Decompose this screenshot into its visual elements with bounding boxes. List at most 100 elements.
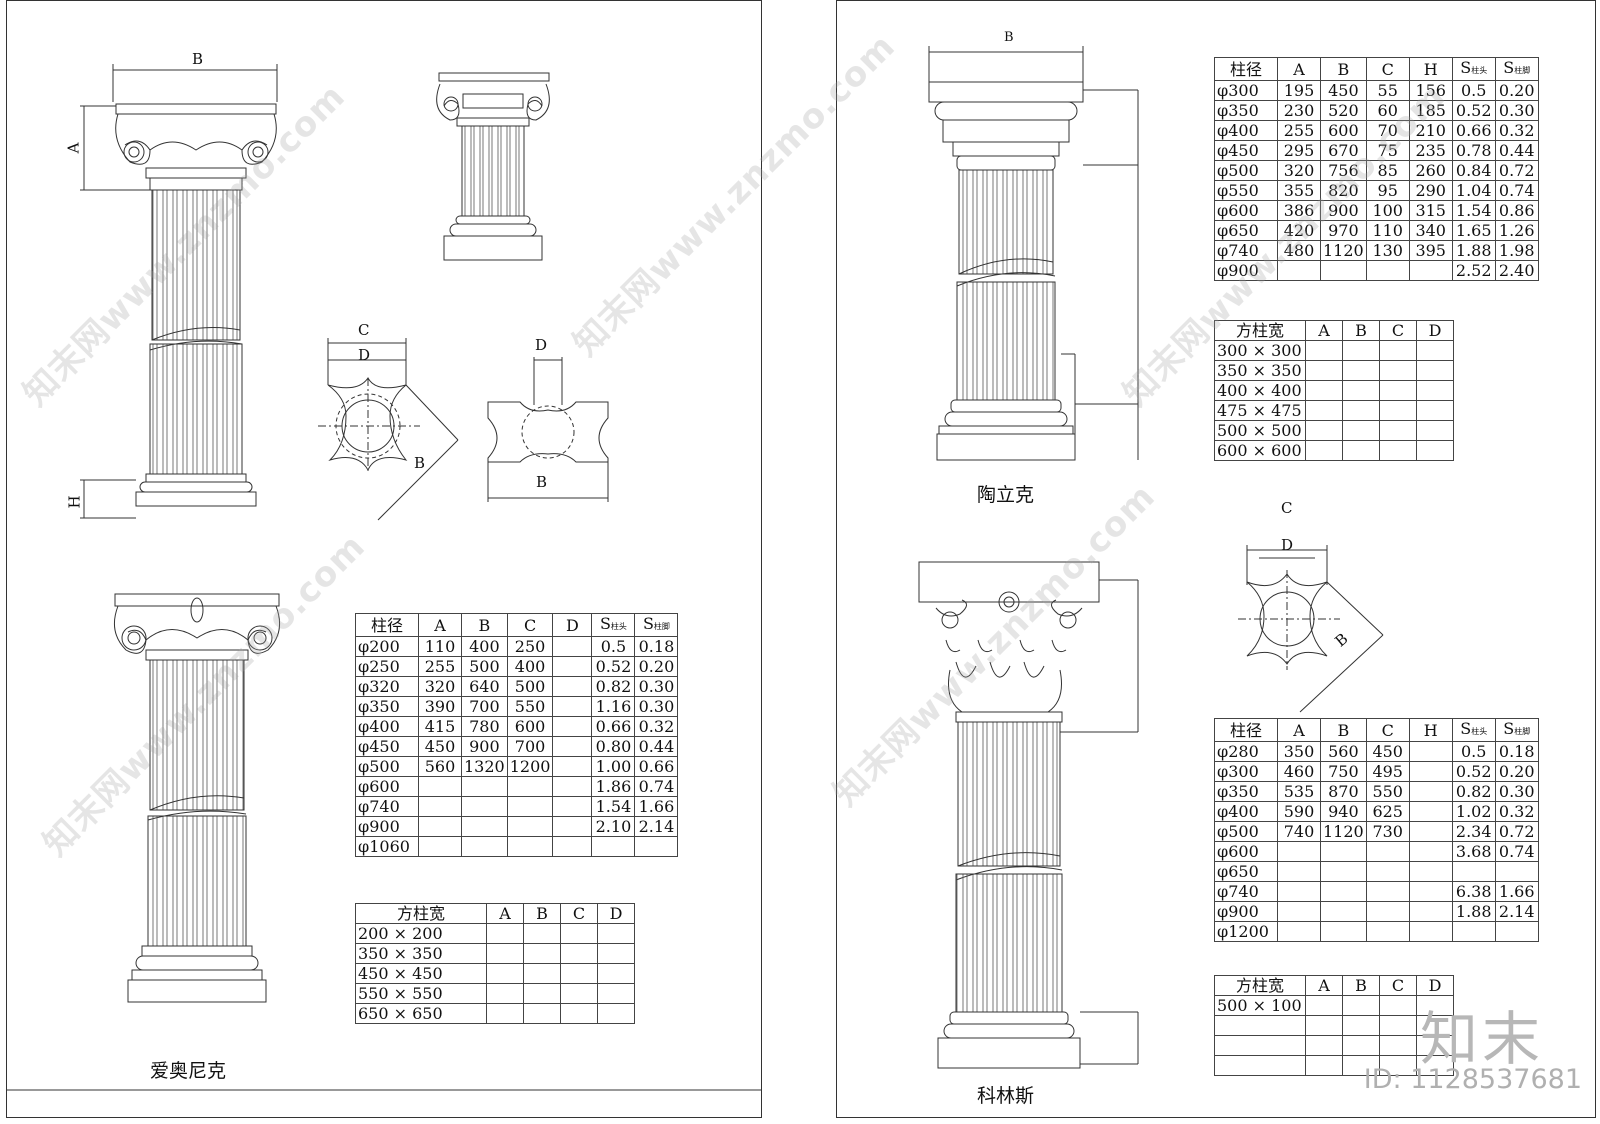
table-row: φ650 <box>1214 861 1539 882</box>
table-row <box>1214 1055 1454 1076</box>
table-cell <box>1416 440 1454 461</box>
table-cell: φ500 <box>1214 160 1278 181</box>
table-cell <box>506 776 554 797</box>
table-cell: 450 × 450 <box>355 963 487 984</box>
table-cell: 480 <box>1277 240 1321 261</box>
table-cell: φ740 <box>1214 240 1278 261</box>
table-cell <box>1365 260 1410 281</box>
table-cell <box>1277 260 1321 281</box>
table-cell: 0.44 <box>1494 140 1539 161</box>
table-cell: 295 <box>1277 140 1321 161</box>
table-cell: 3.68 <box>1451 841 1496 862</box>
table-header-cell: C <box>1365 57 1410 81</box>
table-header-cell: D <box>552 613 593 637</box>
corinthian-square-table: 方柱宽 A B C D 500 × 100 <box>1214 975 1454 1076</box>
dim-label-h: H <box>65 495 84 509</box>
table-cell: 1.16 <box>591 696 636 717</box>
table-header-cell: B <box>1342 975 1380 996</box>
table-cell: 210 <box>1408 120 1453 141</box>
table-cell: φ600 <box>1214 200 1278 221</box>
table-cell <box>1416 380 1454 401</box>
table-cell <box>418 816 462 837</box>
table-cell: 250 <box>506 636 554 657</box>
table-cell <box>1305 1055 1343 1076</box>
table-cell <box>1277 901 1321 922</box>
table-cell: 0.20 <box>634 656 679 677</box>
table-cell <box>1214 1055 1306 1076</box>
table-cell: φ500 <box>1214 821 1278 842</box>
table-cell: 1.86 <box>591 776 636 797</box>
table-cell <box>1408 260 1453 281</box>
table-cell: 0.82 <box>1451 781 1496 802</box>
table-cell: φ200 <box>355 636 419 657</box>
table-cell <box>486 963 524 984</box>
table-cell <box>1408 801 1453 822</box>
table-header-cell: 方柱宽 <box>1214 320 1306 341</box>
table-cell: 0.5 <box>1451 741 1496 762</box>
table-cell: 400 × 400 <box>1214 380 1306 401</box>
table-header-cell: D <box>597 903 635 924</box>
table-cell <box>1379 420 1417 441</box>
table-cell <box>552 816 593 837</box>
table-cell: φ500 <box>355 756 419 777</box>
table-cell: 0.5 <box>591 636 636 657</box>
table-cell: 500 <box>461 656 508 677</box>
table-header-cell: A <box>418 613 462 637</box>
table-cell <box>1305 380 1343 401</box>
table-cell: 70 <box>1365 120 1410 141</box>
table-cell: 386 <box>1277 200 1321 221</box>
table-row: 600 × 600 <box>1214 440 1454 461</box>
table-cell <box>1305 400 1343 421</box>
table-cell: φ350 <box>1214 100 1278 121</box>
table-cell: 420 <box>1277 220 1321 241</box>
table-cell <box>1342 440 1380 461</box>
table-cell <box>552 776 593 797</box>
table-cell: 350 <box>1277 741 1321 762</box>
table-cell: 700 <box>506 736 554 757</box>
table-cell <box>1408 841 1453 862</box>
table-cell <box>1379 360 1417 381</box>
table-cell: φ600 <box>355 776 419 797</box>
dim-label-c: C <box>358 321 370 339</box>
table-cell <box>1408 861 1453 882</box>
table-cell <box>1320 841 1367 862</box>
table-cell: 500 <box>506 676 554 697</box>
dim-label-d-corinth: D <box>1281 536 1294 554</box>
table-cell <box>461 816 508 837</box>
table-cell <box>552 636 593 657</box>
table-cell: φ350 <box>1214 781 1278 802</box>
table-cell: 740 <box>1277 821 1321 842</box>
table-cell: φ900 <box>1214 901 1278 922</box>
table-cell: 550 <box>506 696 554 717</box>
table-header-cell: B <box>523 903 561 924</box>
table-cell <box>552 736 593 757</box>
table-cell: 450 <box>1320 80 1367 101</box>
table-header-cell: 方柱宽 <box>355 903 487 924</box>
doric-column-elevation <box>928 46 1139 461</box>
table-cell: 550 <box>1365 781 1410 802</box>
table-cell: 200 × 200 <box>355 923 487 944</box>
table-cell: φ650 <box>1214 861 1278 882</box>
table-header-cell: C <box>506 613 554 637</box>
table-cell <box>560 963 598 984</box>
table-cell: 235 <box>1408 140 1453 161</box>
table-cell <box>1277 861 1321 882</box>
table-cell: 1.54 <box>1451 200 1496 221</box>
table-cell: 475 × 475 <box>1214 400 1306 421</box>
table-cell: 0.72 <box>1494 160 1539 181</box>
table-header-cell: 方柱宽 <box>1214 975 1306 996</box>
corinthian-column-elevation <box>918 561 1139 1069</box>
doric-caption: 陶立克 <box>977 484 1035 506</box>
table-cell: 500 × 100 <box>1214 995 1306 1016</box>
table-cell: 0.80 <box>591 736 636 757</box>
table-cell <box>1416 360 1454 381</box>
table-row: 200 × 200 <box>355 923 635 944</box>
table-header-row: 方柱宽 A B C D <box>1214 975 1454 996</box>
